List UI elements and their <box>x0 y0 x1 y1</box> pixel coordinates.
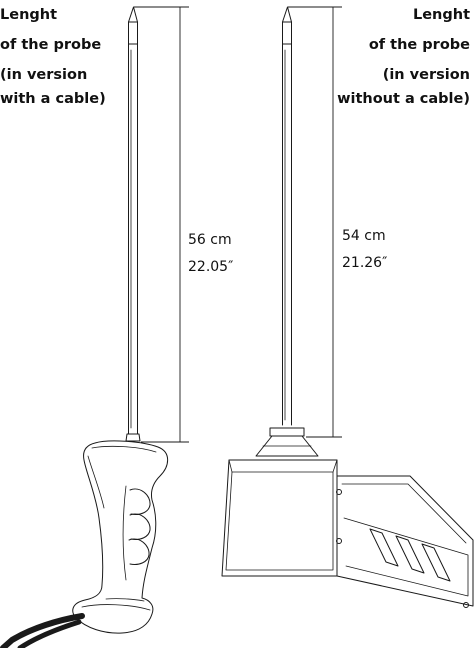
right-label-line-2: of the probe <box>369 37 470 53</box>
left-label-line-3: (in version <box>0 67 87 83</box>
left-length-cm: 56 cm <box>188 232 232 248</box>
left-probe-handle <box>72 440 169 634</box>
right-probe-housing <box>221 459 338 577</box>
right-probe-handle <box>336 475 474 608</box>
right-probe-shaft <box>282 6 292 426</box>
right-label-line-1: Lenght <box>413 7 470 23</box>
left-probe-shaft <box>125 6 141 442</box>
left-length-in: 22.05″ <box>188 259 233 275</box>
left-probe-label: Lenght of the probe (in version with a c… <box>0 7 106 107</box>
probe-cable <box>0 613 85 648</box>
right-probe-label: Lenght of the probe (in version without … <box>337 7 470 107</box>
right-length-cm: 54 cm <box>342 228 386 244</box>
left-label-line-1: Lenght <box>0 7 57 23</box>
left-label-line-2: of the probe <box>0 37 101 53</box>
left-dimension-line <box>134 6 189 443</box>
right-label-line-4: without a cable) <box>337 91 470 107</box>
left-label-line-4: with a cable) <box>0 91 106 107</box>
right-dimension-line <box>288 6 342 438</box>
right-label-line-3: (in version <box>383 67 470 83</box>
right-length-in: 21.26″ <box>342 255 387 271</box>
right-probe-collar <box>255 427 319 457</box>
